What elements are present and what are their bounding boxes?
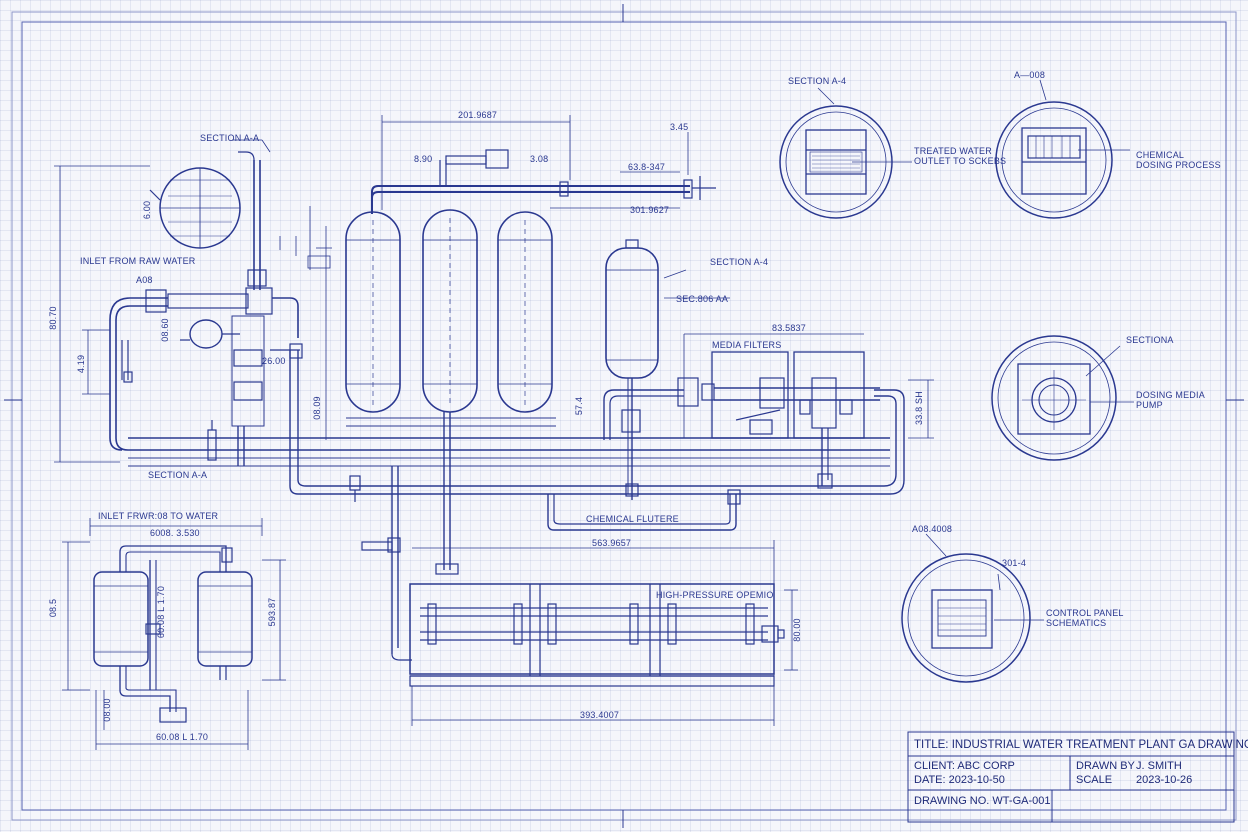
title-block-scale-value: 2023-10-26 <box>1136 774 1192 786</box>
label-media-filters: MEDIA FILTERS <box>712 340 781 350</box>
inlet-piping <box>121 151 303 466</box>
dim-value: 80.00 <box>792 618 802 642</box>
title-block-drawn-by-value: J. SMITH <box>1136 760 1182 772</box>
label-code-008: A08.4008 <box>912 524 952 534</box>
dim-value: 8.90 <box>414 154 432 164</box>
label-inlet-raw-water: INLET FROM RAW WATER <box>80 256 196 266</box>
dim-value: 57.4 <box>574 397 584 415</box>
label-section-aa: SECTION A-A <box>200 133 259 143</box>
dim-value: 6008. 3.530 <box>150 528 200 538</box>
detail-circle-4 <box>901 533 1044 683</box>
label-chemical-filtere: CHEMICAL FLUTERE <box>586 514 679 524</box>
dim-top <box>381 115 689 210</box>
label-section-aa-left: SECTION A-A <box>148 470 207 480</box>
dim-value: 3.08 <box>530 154 548 164</box>
dim-value: 83.5837 <box>772 323 806 333</box>
outer-border <box>11 11 1237 821</box>
dim-bottom-left <box>62 518 286 750</box>
main-manifold <box>109 297 890 467</box>
dim-ro <box>411 540 798 726</box>
label-high-pressure: HIGH-PRESSURE OPEMIO <box>656 590 774 600</box>
label-dosing-pump-1: DOSING MEDIA <box>1136 390 1205 400</box>
label-dosing-pump-2: PUMP <box>1136 400 1163 410</box>
dim-value: 08.60 <box>160 318 170 342</box>
vessel-1 <box>345 211 401 413</box>
label-control-panel-2: SCHEMATICS <box>1046 618 1106 628</box>
dim-value: 4.19 <box>76 355 86 373</box>
ro-skid <box>409 583 785 687</box>
label-treated-water-1: TREATED WATER <box>914 146 992 156</box>
dosing-vessel <box>603 239 684 500</box>
vessel-2 <box>422 209 478 413</box>
inner-border <box>21 21 1227 811</box>
label-section-a4: SECTION A-4 <box>710 257 768 267</box>
dim-value: 393.4007 <box>580 710 619 720</box>
dim-value: 301.9627 <box>630 205 669 215</box>
title-block-drawn-by-label: DRAWN BY <box>1076 760 1136 772</box>
title-block-scale-label: SCALE <box>1076 774 1112 786</box>
dim-value: 08.5 <box>48 599 58 617</box>
title-block-title: TITLE: INDUSTRIAL WATER TREATMENT PLANT … <box>914 739 1248 751</box>
dim-value: 60.08 L 1.70 <box>156 586 166 638</box>
title-block-client: CLIENT: ABC CORP <box>914 760 1015 772</box>
label-section-a4-circle: SECTION A-4 <box>788 76 846 86</box>
label-sectiona: SECTIONA <box>1126 335 1174 345</box>
label-chemical-2: DOSING PROCESS <box>1136 160 1221 170</box>
strainer <box>189 319 223 349</box>
label-control-panel-1: CONTROL PANEL <box>1046 608 1124 618</box>
label-a-008: A—008 <box>1014 70 1045 80</box>
title-block-drawing-no: DRAWING NO. WT-GA-001 <box>914 795 1051 807</box>
title-block-frame <box>907 731 1235 823</box>
dim-value: 3.45 <box>670 122 688 132</box>
label-chemical-1: CHEMICAL <box>1136 150 1184 160</box>
dim-value: 6.00 <box>142 201 152 219</box>
label-code-301: 301-4 <box>1002 558 1026 568</box>
dim-value: 60.08 L 1.70 <box>156 732 208 742</box>
inlet-valve <box>245 287 273 315</box>
detail-circle-3 <box>991 335 1134 461</box>
title-block-date: DATE: 2023-10-50 <box>914 774 1005 786</box>
dim-value: 08.00 <box>102 698 112 722</box>
dim-value: 593.87 <box>267 598 277 627</box>
section-aa-detail <box>149 139 271 249</box>
dim-right <box>663 269 934 439</box>
detail-circle-2 <box>995 79 1130 219</box>
header-valve <box>485 149 509 169</box>
dim-value: 08.09 <box>312 396 322 420</box>
vessel-3 <box>497 211 553 413</box>
dim-value: SEC.806 AA <box>676 294 728 304</box>
dim-value: 80.70 <box>48 306 58 330</box>
dim-value: A08 <box>136 275 153 285</box>
dim-value: 63.8-347 <box>628 162 665 172</box>
dim-left <box>54 165 332 463</box>
dim-value: 563.9657 <box>592 538 631 548</box>
header-pipe <box>371 149 716 214</box>
chemical-loop <box>547 489 741 531</box>
media-filters-skid <box>677 333 880 489</box>
label-inlet-bottom: INLET FRWR:08 TO WATER <box>98 511 219 521</box>
dim-value: 33.8 SH <box>914 391 924 425</box>
ro-feed-pipe <box>289 350 905 661</box>
detail-circle-1 <box>779 87 912 219</box>
inlet-twin-vessels <box>93 545 253 723</box>
dim-value: 26.00 <box>262 356 286 366</box>
dim-value: 201.9687 <box>458 110 497 120</box>
label-treated-water-2: OUTLET TO SCKEBS <box>914 156 1006 166</box>
